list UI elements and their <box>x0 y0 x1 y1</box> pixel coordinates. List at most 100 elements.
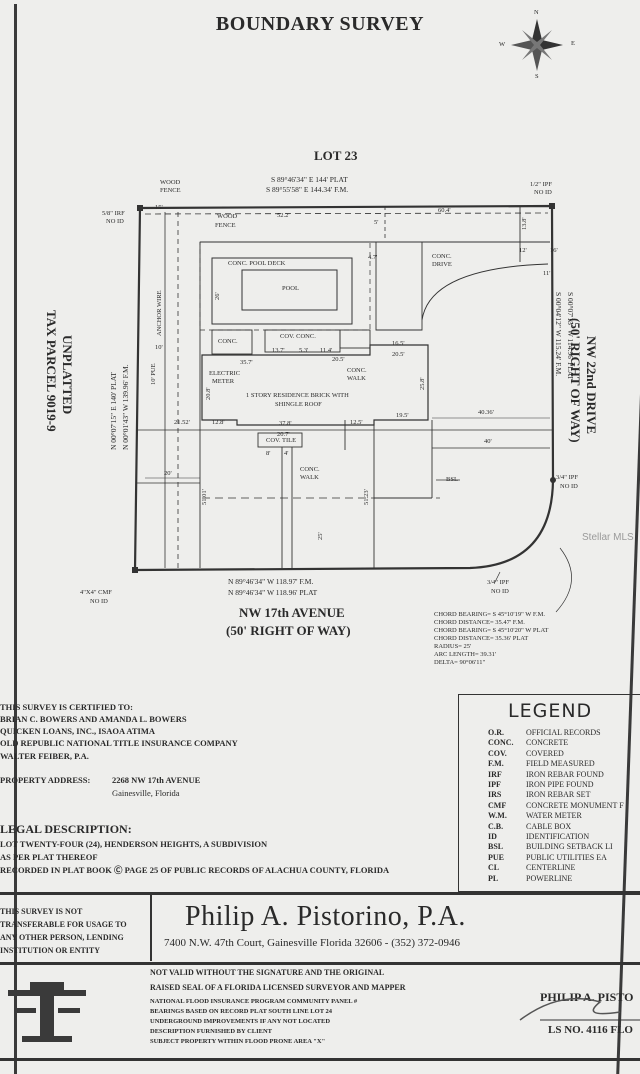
nw-corner-2: NO ID <box>106 218 124 225</box>
legend-abbrev: ID <box>488 832 497 841</box>
ne-corner-2: NO ID <box>534 189 552 196</box>
dim-12-8: 12.8' <box>212 419 225 426</box>
legend-desc: COVERED <box>526 748 564 758</box>
compass-n: N <box>534 9 539 16</box>
dim-25-8: 25.8' <box>419 377 426 390</box>
west-parcel-1: UNPLATTED <box>60 335 75 415</box>
note-3: NATIONAL FLOOD INSURANCE PROGRAM COMMUNI… <box>150 998 358 1005</box>
sw-corner-2: NO ID <box>90 598 108 605</box>
legend-desc: CABLE BOX <box>526 821 572 831</box>
conc-walk-e-2: WALK <box>347 375 366 382</box>
note-7: SUBJECT PROPERTY WITHIN FLOOD PRONE AREA… <box>150 1038 326 1045</box>
firm-name: Philip A. Pistorino, P.A. <box>185 901 466 932</box>
dim-20-7: 20.7' <box>277 431 290 438</box>
curve-line-3: CHORD BEARING= S 45°10'20" W PLAT <box>434 627 549 634</box>
legend-desc: WATER METER <box>526 811 582 821</box>
legend-desc: FIELD MEASURED <box>526 759 595 769</box>
cov-conc-label: COV. CONC. <box>280 333 316 340</box>
legend-abbrev: CL <box>488 863 500 873</box>
legend-desc: OFFICIAL RECORDS <box>526 728 601 737</box>
electric-meter-2: METER <box>212 378 235 385</box>
dim-4-7: 4.7' <box>368 254 378 261</box>
electric-meter-1: ELECTRIC <box>209 370 241 377</box>
curve-line-5: RADIUS= 25' <box>434 643 472 650</box>
certified-line-2: QUICKEN LOANS, INC., ISAOA ATIMA <box>0 726 155 736</box>
license-number: LS NO. 4116 FLO <box>548 1024 633 1036</box>
street-east-row: (50' RIGHT OF WAY) <box>568 318 583 443</box>
pue-label: 10' PUE <box>150 363 157 385</box>
dim-16-5: 16.5' <box>392 340 405 347</box>
north-line-plat: S 89°46'34" E 144' PLAT <box>271 175 348 184</box>
dim-21-52: 21.52' <box>174 419 190 426</box>
legend-desc: POWERLINE <box>526 873 573 883</box>
conc-drive-2: DRIVE <box>432 261 452 268</box>
compass-s: S <box>535 73 539 80</box>
dim-10: 10' <box>155 344 163 351</box>
signature-name: PHILIP A. PISTO <box>540 990 634 1004</box>
curve-line-2: CHORD DISTANCE= 35.47' F.M. <box>434 619 525 626</box>
legend-abbrev: CMF <box>488 800 507 810</box>
compass-e: E <box>571 40 575 47</box>
legend-abbrev: O.R. <box>488 728 504 737</box>
ne-corner-1: 1/2" IPF <box>530 181 552 188</box>
dim-16: 16' <box>550 247 558 254</box>
dim-12-5: 12.5' <box>350 419 363 426</box>
note-1: NOT VALID WITHOUT THE SIGNATURE AND THE … <box>150 968 385 977</box>
dim-40-36: 40.36' <box>478 409 494 416</box>
legend-abbrev: C.B. <box>488 821 504 831</box>
disclaimer-1: THIS SURVEY IS NOT <box>0 907 83 916</box>
nw-corner-1: 5/8" IRF <box>102 210 125 217</box>
certified-line-3: OLD REPUBLIC NATIONAL TITLE INSURANCE CO… <box>0 738 238 748</box>
legend-item: CONC. CONCRETE <box>488 738 568 747</box>
divider-vertical <box>150 895 152 961</box>
west-line-fm: N 00°01'43" W 139.96' F.M. <box>121 364 130 450</box>
legend-title: LEGEND <box>508 700 593 722</box>
dim-52: 52.2' <box>277 212 290 219</box>
dim-11: 11' <box>543 270 551 277</box>
legend-desc: IRON REBAR FOUND <box>526 769 604 779</box>
pool-deck-label: CONC. POOL DECK <box>228 260 286 267</box>
legend-abbrev: W.M. <box>488 811 507 821</box>
legal-line-3: RECORDED IN PLAT BOOK Ⓒ PAGE 25 OF PUBLI… <box>0 865 390 875</box>
west-line-plat: N 00°07'15" E 140' PLAT <box>109 372 118 450</box>
dim-13-7: 13.7' <box>272 347 285 354</box>
sheet-border <box>14 4 637 1074</box>
legend-box <box>458 694 640 892</box>
dim-37-8: 37.8' <box>279 420 292 427</box>
legend-abbrev: F.M. <box>488 759 504 769</box>
s-curve-corner-2: NO ID <box>491 588 509 595</box>
legal-line-1: LOT TWENTY-FOUR (24), HENDERSON HEIGHTS,… <box>0 839 268 849</box>
conc-walk-e-1: CONC. <box>347 367 367 374</box>
divider-top <box>0 892 640 895</box>
wood-fence-top-1: WOOD <box>160 179 181 186</box>
dim-12: 12' <box>519 247 527 254</box>
dim-51-23: 51.23' <box>363 489 370 505</box>
wood-fence-in-1: WOOD <box>217 213 238 220</box>
certified-line-1: BRIAN C. BOWERS AND AMANDA L. BOWERS <box>0 714 187 724</box>
curve-line-6: ARC LENGTH= 39.31' <box>434 651 497 658</box>
disclaimer-4: INSTITUTION OR ENTITY <box>0 946 101 955</box>
property-line-2: Gainesville, Florida <box>112 788 180 798</box>
dim-11-4: 11.4' <box>320 347 333 354</box>
compass-rose-icon <box>511 19 563 71</box>
legend-desc: CONCRETE <box>526 738 569 748</box>
legend-abbrev: CONC. <box>488 738 514 748</box>
dim-13-8: 13.8' <box>521 217 528 230</box>
legend-item: IRF IRON REBAR FOUND <box>488 770 604 779</box>
legal-heading: LEGAL DESCRIPTION: <box>0 822 132 836</box>
divider-mid <box>0 962 640 965</box>
certified-line-4: WALTER FEIBER, P.A. <box>0 751 89 761</box>
property-label: PROPERTY ADDRESS: <box>0 775 91 785</box>
note-6: DESCRIPTION FURNISHED BY CLIENT <box>150 1028 273 1035</box>
legend-abbrev: IRS <box>488 790 502 800</box>
se-corner-2: NO ID <box>560 483 578 490</box>
dim-20-5b: 20.5' <box>392 351 405 358</box>
lot-label: LOT 23 <box>314 148 358 163</box>
legend-abbrev: IRF <box>488 769 502 779</box>
